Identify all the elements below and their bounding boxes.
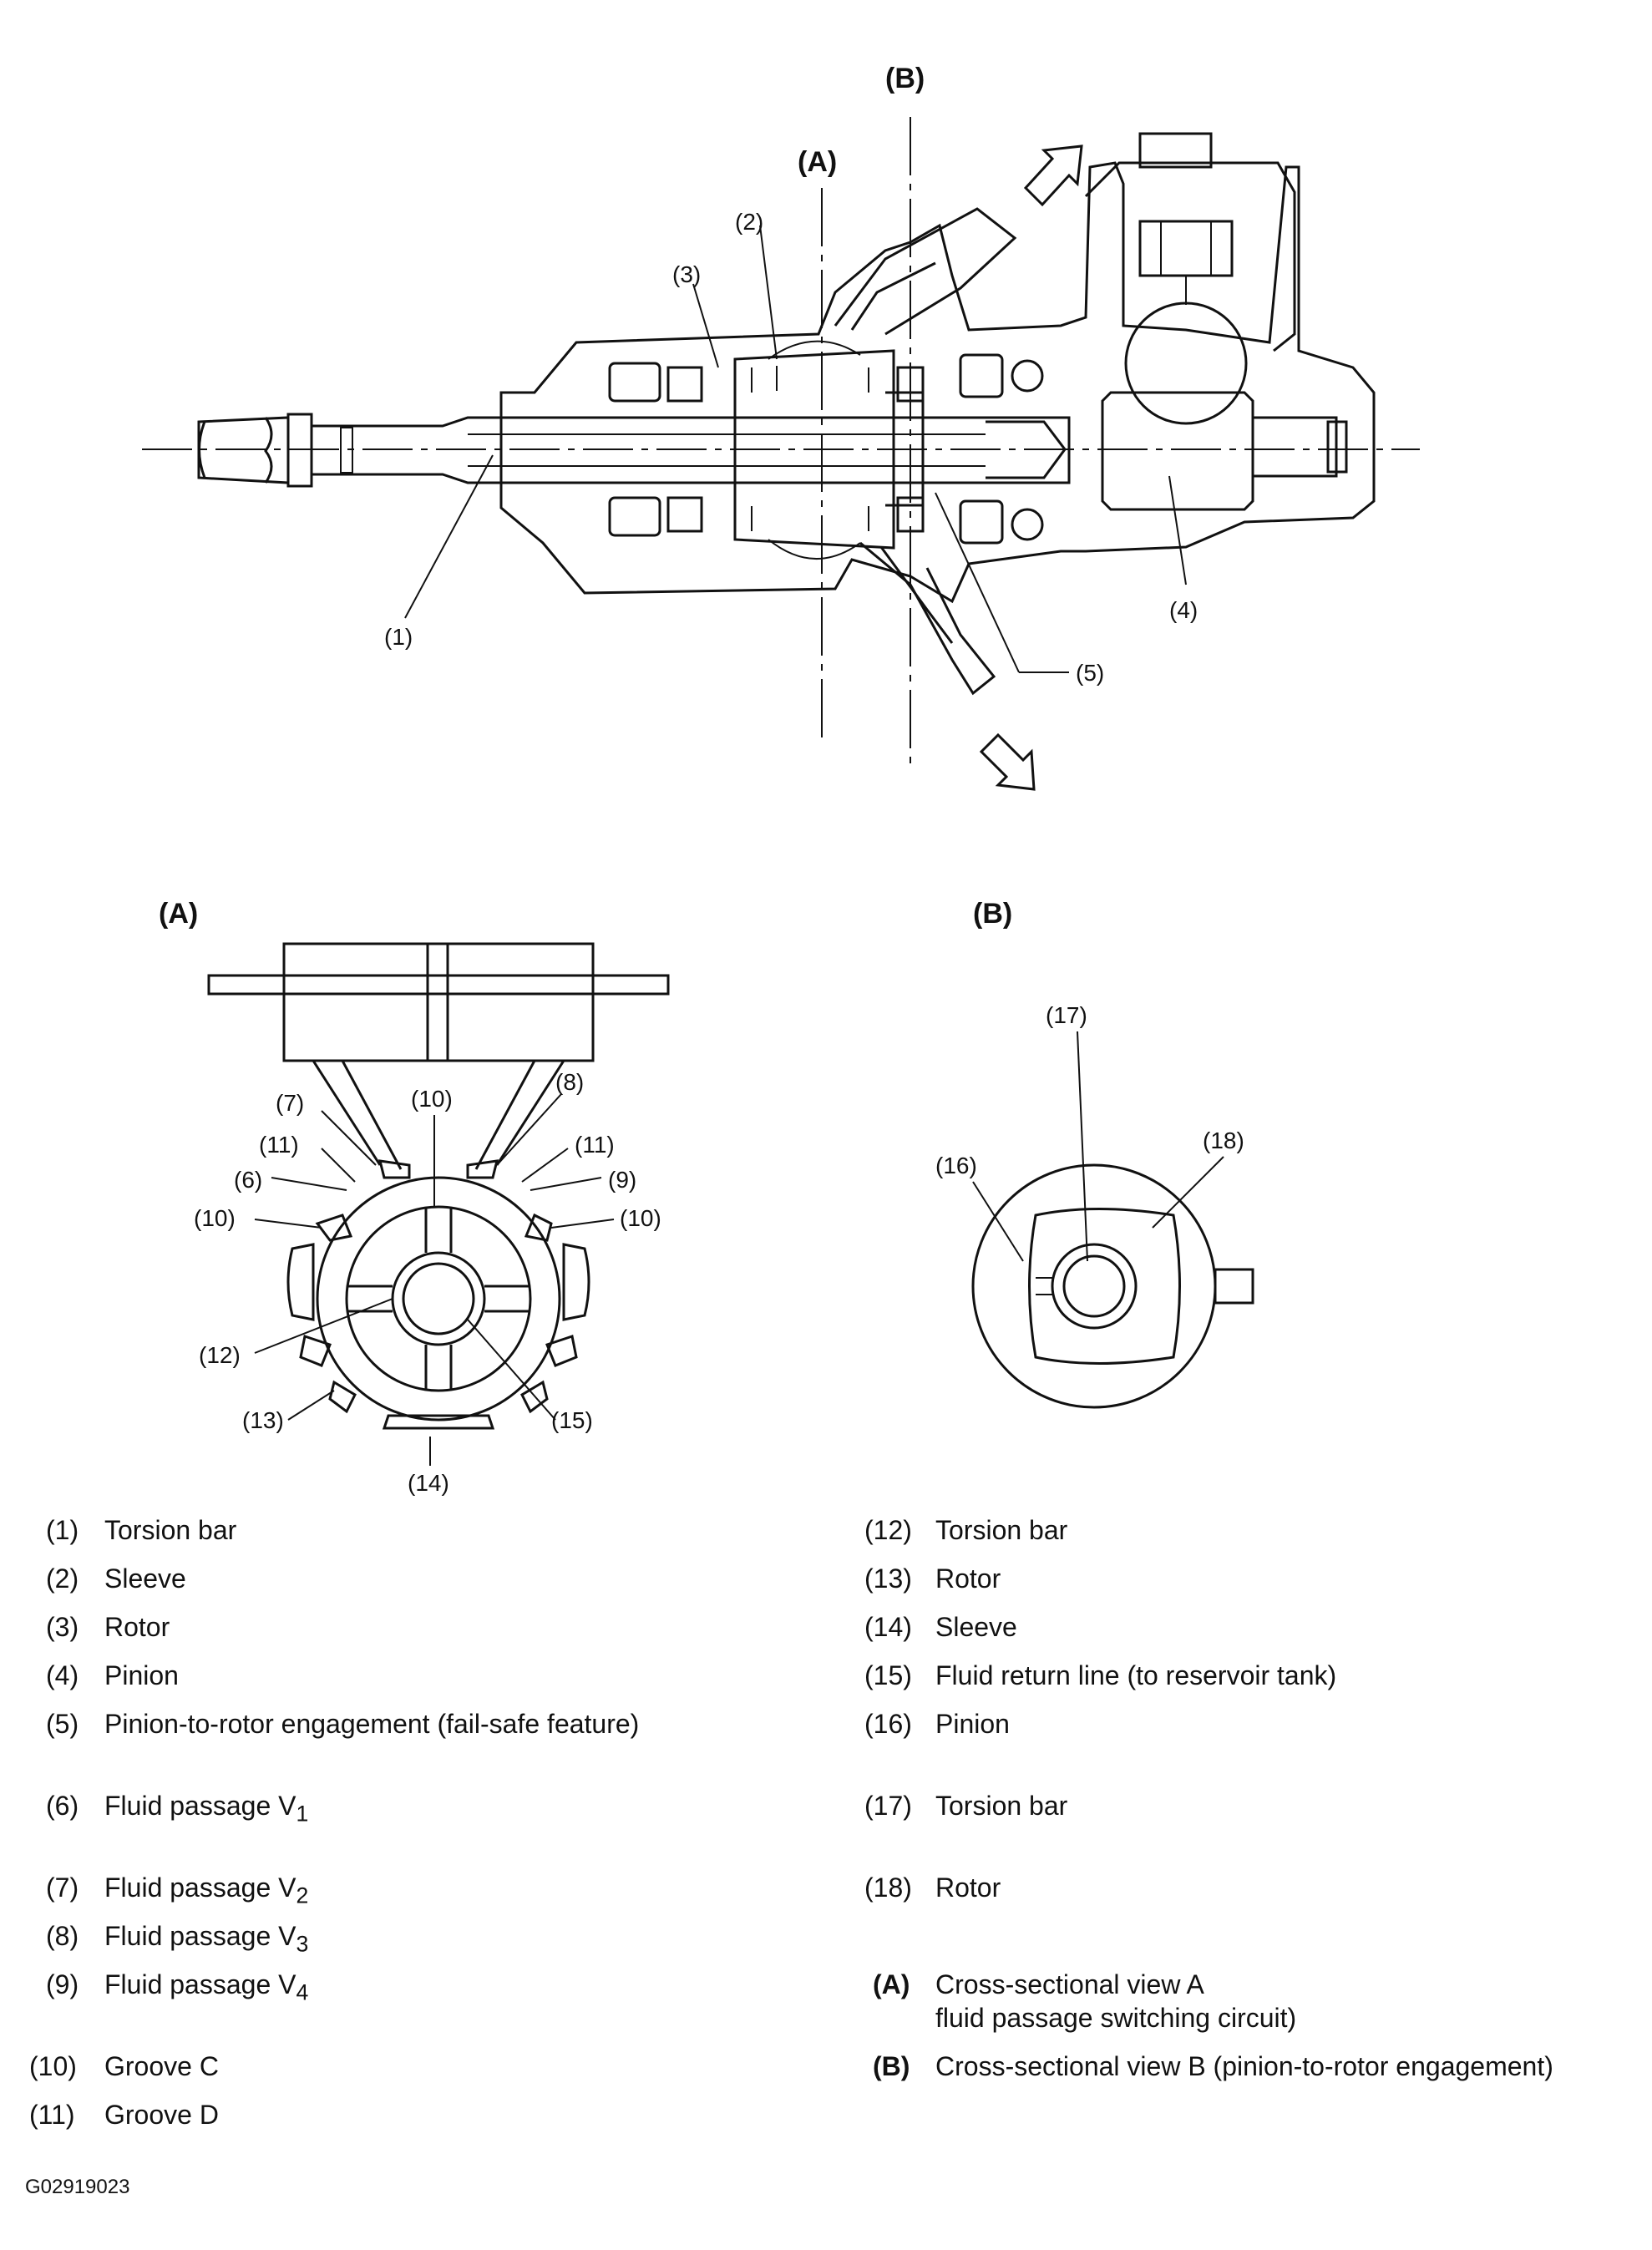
callout-16: (16) (935, 1153, 977, 1178)
callout-8: (8) (555, 1069, 584, 1095)
callout-9: (9) (608, 1167, 636, 1193)
callout-17: (17) (1046, 1002, 1087, 1028)
view-label-a-top: (A) (798, 146, 837, 178)
callout-4: (4) (1169, 597, 1198, 623)
cross-section-a (207, 942, 670, 1466)
callout-10-left: (10) (194, 1205, 236, 1231)
view-label-a-section: (A) (159, 898, 198, 930)
callout-10-right: (10) (620, 1205, 661, 1231)
callout-7: (7) (276, 1090, 304, 1116)
view-label-b-top: (B) (885, 63, 925, 94)
figure-code: G02919023 (25, 2176, 130, 2198)
callout-1: (1) (384, 624, 413, 650)
callout-11-right: (11) (575, 1132, 615, 1158)
callout-5: (5) (1076, 660, 1104, 686)
callout-10-top: (10) (411, 1086, 453, 1112)
callout-14: (14) (408, 1470, 449, 1496)
outlet-arrow (979, 732, 1036, 791)
callout-13: (13) (242, 1407, 284, 1433)
inlet-arrow (1023, 144, 1083, 207)
callout-3: (3) (672, 261, 701, 287)
callout-18: (18) (1203, 1128, 1244, 1153)
callout-6: (6) (234, 1167, 262, 1193)
callout-11-left: (11) (259, 1132, 299, 1158)
callout-12: (12) (199, 1342, 241, 1368)
callout-2: (2) (735, 209, 763, 235)
view-label-b-section: (B) (973, 898, 1012, 930)
cross-section-b (971, 1031, 1254, 1409)
callout-15: (15) (551, 1407, 593, 1433)
longitudinal-section (142, 117, 1420, 791)
